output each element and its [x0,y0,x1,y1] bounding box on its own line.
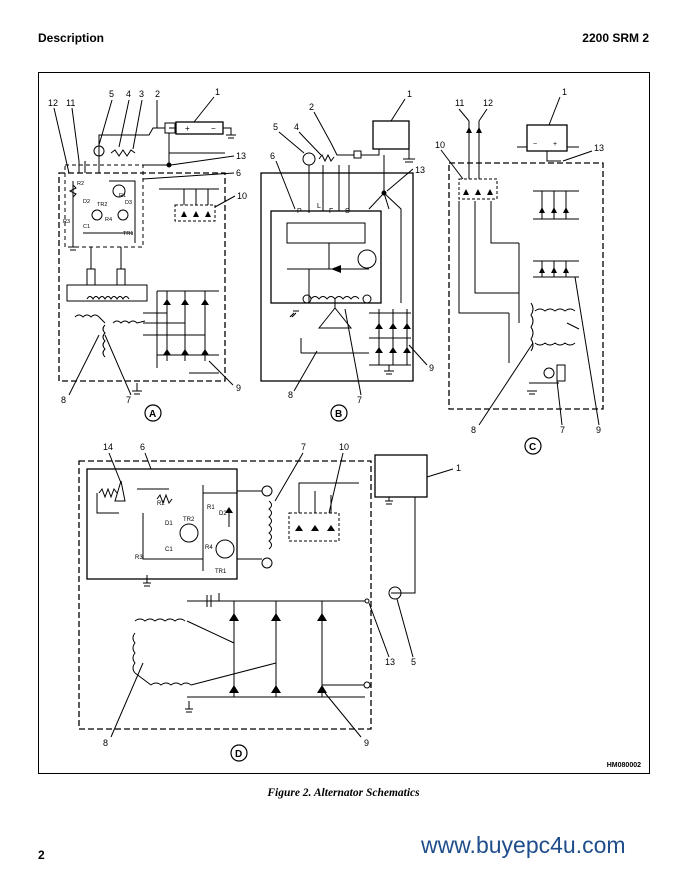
component-label-r1: R1 [119,193,126,199]
schematic-diagrams: + − [48,87,604,762]
svg-text:−: − [211,124,216,133]
terminal-label-s: S [345,208,350,215]
terminal-label-p: P [297,208,302,215]
component-label-d-tr1: TR1 [215,569,227,575]
callout-b-1: 1 [407,89,412,99]
callout-b-9: 9 [429,363,434,373]
component-label-r3: R3 [63,219,70,225]
callout-b-5: 5 [273,122,278,132]
callout-b-2: 2 [309,102,314,112]
panel-a-label: A [149,409,156,420]
panel-c: − + 1 11 12 [435,87,604,455]
panel-d: R2 R1 D1 TR2 D2 C1 R4 R3 TR1 14 6 7 10 1… [78,442,461,762]
terminal-label-f: F [329,208,333,215]
svg-text:+: + [553,141,557,148]
svg-text:−: − [533,141,537,148]
panel-c-label: C [529,442,536,453]
callout-d-7: 7 [301,442,306,452]
callout-d-6: 6 [140,442,145,452]
figure-frame: + − [38,72,650,774]
terminal-label-l: L [317,203,321,210]
callout-d-8: 8 [103,738,108,748]
panel-b-label: B [335,409,342,420]
component-label-r4: R4 [105,217,112,223]
callout-a-13: 13 [236,151,246,161]
callout-c-11: 11 [455,98,464,108]
figure-code: HM080002 [606,762,641,769]
panel-b: P L F S 2 1 5 4 6 13 7 8 9 B [260,89,434,422]
callout-a-6: 6 [236,168,241,178]
callout-c-1: 1 [562,87,567,97]
callout-a-12: 12 [48,98,58,108]
svg-text:+: + [185,124,190,133]
component-label-d3: D3 [125,200,132,206]
component-label-d-r2: R2 [157,501,165,507]
callout-a-8: 8 [61,395,66,405]
callout-a-11: 11 [66,98,75,108]
callout-a-9: 9 [236,383,241,393]
callout-b-13: 13 [415,165,425,175]
callout-b-6: 6 [270,151,275,161]
component-label-tr2: TR2 [97,202,107,208]
callout-a-10: 10 [237,191,247,201]
component-label-r2: R2 [77,181,84,187]
callout-d-9: 9 [364,738,369,748]
component-label-d-r3: R3 [135,555,143,561]
callout-c-8: 8 [471,425,476,435]
callout-c-12: 12 [483,98,493,108]
callout-a-5: 5 [109,89,114,99]
component-label-d-d1: D1 [165,521,173,527]
component-label-d-c1: C1 [165,547,173,553]
callout-d-14: 14 [103,442,113,452]
section-title: Description [38,31,105,45]
component-label-tr1: TR1 [123,231,133,237]
callout-c-7: 7 [560,425,565,435]
component-label-d2: D2 [83,199,90,205]
page-number: 2 [38,848,45,862]
callout-a-3: 3 [139,89,144,99]
callout-a-2: 2 [155,89,160,99]
callout-c-9: 9 [596,425,601,435]
callout-c-13: 13 [594,143,604,153]
callout-d-5: 5 [411,657,416,667]
panel-d-label: D [235,749,242,760]
callout-a-7: 7 [126,395,131,405]
callout-a-1: 1 [215,87,220,97]
component-label-c1: C1 [83,224,90,230]
callout-d-10: 10 [339,442,349,452]
component-label-d-tr2: TR2 [183,517,195,523]
watermark: www.buyepc4u.com [421,832,626,858]
callout-d-1: 1 [456,463,461,473]
component-label-d-r1: R1 [207,505,215,511]
figure-caption: Figure 2. Alternator Schematics [267,787,420,799]
callout-b-4: 4 [294,122,299,132]
manual-code: 2200 SRM 2 [582,31,649,45]
callout-a-4: 4 [126,89,131,99]
callout-d-13: 13 [385,657,395,667]
callout-b-8: 8 [288,390,293,400]
callout-c-10: 10 [435,140,445,150]
callout-b-7: 7 [357,395,362,405]
component-label-d-r4: R4 [205,545,213,551]
component-label-d-d2: D2 [219,511,227,517]
panel-a: + − [48,87,247,422]
